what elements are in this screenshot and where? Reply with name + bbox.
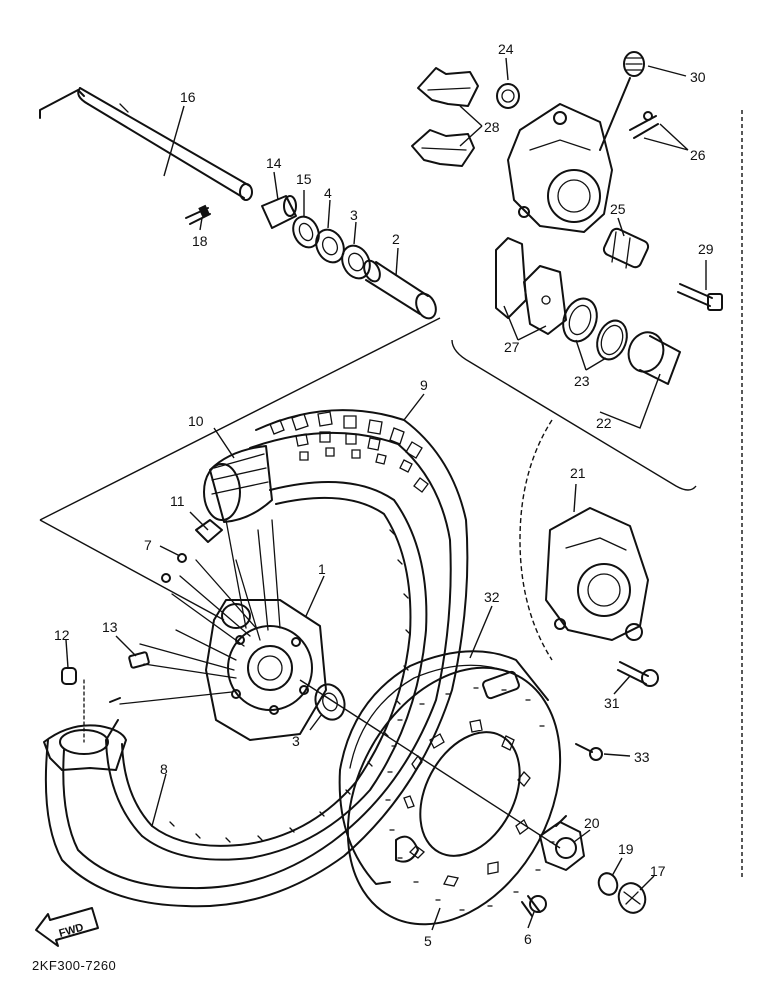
part-label-33: 33 <box>634 749 650 765</box>
washer <box>597 872 619 896</box>
part-label-31: 31 <box>604 695 620 711</box>
part-label-19: 19 <box>618 841 634 857</box>
piston-seal-kit <box>562 297 628 361</box>
leader-lines <box>65 57 707 931</box>
part-label-7: 7 <box>144 537 152 553</box>
part-label-15: 15 <box>296 171 312 187</box>
spoke-nipple <box>109 651 150 703</box>
part-label-27: 27 <box>504 339 520 355</box>
part-label-25: 25 <box>610 201 626 217</box>
wheel-bearing <box>315 228 345 264</box>
wheel-rim <box>105 481 428 861</box>
part-label-14: 14 <box>266 155 282 171</box>
part-label-13: 13 <box>102 619 118 635</box>
part-label-2: 2 <box>392 231 400 247</box>
caliper-mount-bolt <box>617 661 659 687</box>
part-label-3-bottom: 3 <box>292 733 300 749</box>
part-label-26: 26 <box>690 147 706 163</box>
part-label-20: 20 <box>584 815 600 831</box>
bleed-screw <box>629 111 659 139</box>
caliper-bolt <box>677 283 723 311</box>
part-label-4: 4 <box>324 185 332 201</box>
part-label-9: 9 <box>420 377 428 393</box>
part-label-21: 21 <box>570 465 586 481</box>
forward-direction-badge: FWD <box>35 907 99 947</box>
part-label-22: 22 <box>596 415 612 431</box>
part-label-12: 12 <box>54 627 70 643</box>
front-tire <box>44 409 469 908</box>
front-hub <box>205 599 327 741</box>
part-label-16: 16 <box>180 89 196 105</box>
part-label-32: 32 <box>484 589 500 605</box>
speedometer-gear-unit <box>539 815 585 871</box>
caliper-group-outline <box>451 110 743 880</box>
bearing-spacer <box>363 259 437 320</box>
cover-screw <box>575 743 603 761</box>
rim-band <box>195 519 223 543</box>
caliper-pin-boot <box>496 83 520 109</box>
valve-cap <box>61 667 77 685</box>
part-label-30: 30 <box>690 69 706 85</box>
part-label-10: 10 <box>188 413 204 429</box>
part-label-28: 28 <box>484 119 500 135</box>
part-label-8: 8 <box>160 761 168 777</box>
axle-pinch-bolt <box>185 204 211 225</box>
part-label-18: 18 <box>192 233 208 249</box>
part-label-5: 5 <box>424 933 432 949</box>
brake-disc-cover <box>338 650 549 885</box>
hub-bearing <box>314 683 346 721</box>
brake-caliper-lower <box>545 507 649 641</box>
part-label-11: 11 <box>170 493 185 509</box>
brake-caliper-assembly <box>507 103 613 233</box>
caliper-piston <box>627 331 681 385</box>
assembly-guide-lines <box>39 317 561 849</box>
part-labels: 16 14 15 4 3 2 18 24 30 28 26 25 29 27 2… <box>54 41 714 949</box>
part-label-17: 17 <box>650 863 666 879</box>
wheel-bearing-inner <box>341 244 371 280</box>
part-label-23: 23 <box>574 373 590 389</box>
part-label-29: 29 <box>698 241 714 257</box>
oil-seal <box>292 215 320 249</box>
part-label-3-top: 3 <box>350 207 358 223</box>
caliper-spring <box>599 51 645 151</box>
disc-bolt <box>521 895 547 917</box>
part-label-6: 6 <box>524 931 532 947</box>
tire-inner-tube <box>203 445 273 523</box>
front-wheel-axle <box>39 87 253 201</box>
brake-pad-set <box>411 67 479 167</box>
part-label-24: 24 <box>498 41 514 57</box>
brake-pad-pair <box>495 237 567 335</box>
caliper-boot <box>602 227 650 269</box>
axle-nut <box>617 882 647 914</box>
diagram-reference-code: 2KF300-7260 <box>32 958 117 973</box>
valve-stem <box>43 679 127 771</box>
wheel-collar <box>261 195 297 229</box>
fwd-badge-text: FWD <box>58 922 85 940</box>
part-label-1: 1 <box>318 561 326 577</box>
